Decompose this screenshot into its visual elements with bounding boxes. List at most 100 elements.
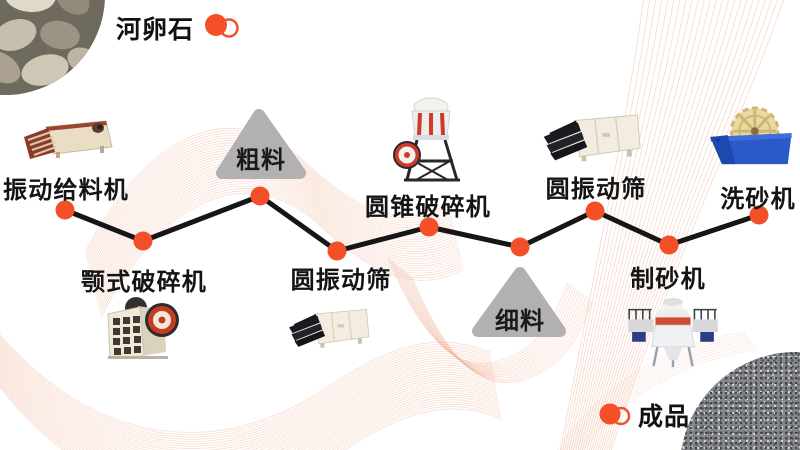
wave-line	[571, 0, 675, 450]
wave-line	[608, 0, 778, 450]
wave-line	[0, 355, 495, 450]
wave-line	[559, 0, 644, 450]
fine-material-label: 细料	[495, 307, 545, 335]
wave-line	[0, 357, 496, 450]
wave-line	[0, 363, 497, 450]
flow-node	[510, 237, 530, 257]
wave-line	[0, 372, 499, 450]
wave-line	[566, 338, 750, 450]
wave-line	[597, 0, 748, 450]
wave-line	[593, 0, 736, 450]
wave-line	[562, 336, 749, 450]
finished-product-label: 成品	[638, 402, 691, 431]
coarse-material-triangle: 粗料	[210, 103, 312, 185]
wave-line	[588, 0, 723, 450]
wave-line	[581, 349, 758, 450]
wave-line	[96, 176, 461, 301]
wave-line	[569, 340, 752, 450]
wave-line	[0, 377, 500, 450]
vibrating-screen-top-label: 圆振动筛	[545, 175, 647, 203]
flow-node	[55, 200, 75, 220]
vibrating-feeder-label: 振动给料机	[3, 176, 129, 204]
wave-line	[582, 0, 705, 450]
wave-line	[399, 267, 581, 374]
wave-line	[401, 269, 583, 376]
wave-line	[0, 384, 502, 450]
finished-product-caption: 成品	[596, 397, 690, 433]
wave-line	[610, 0, 784, 450]
wave-line	[604, 0, 766, 450]
wave-line	[0, 366, 498, 450]
wave-line	[0, 373, 499, 450]
wave-line	[568, 0, 669, 450]
sand-maker-label: 制砂机	[630, 265, 706, 293]
wave-line	[584, 0, 711, 450]
wave-line	[559, 333, 747, 450]
wave-line	[566, 0, 663, 450]
wave-line	[411, 277, 593, 384]
flow-node	[659, 235, 679, 255]
wave-line	[0, 380, 501, 450]
jaw-crusher-image	[107, 297, 179, 359]
wave-line	[0, 375, 500, 450]
wave-line	[94, 166, 458, 291]
wave-line	[397, 265, 579, 372]
flow-node	[133, 231, 153, 251]
wave-line	[556, 331, 746, 450]
wave-line	[98, 183, 462, 308]
wave-line	[0, 370, 499, 450]
wave-line	[93, 164, 458, 289]
wave-line	[0, 333, 491, 433]
wave-line	[606, 0, 772, 450]
sand-washer-image	[710, 106, 792, 165]
wave-line	[97, 178, 461, 303]
wave-line	[0, 345, 493, 447]
wave-line	[579, 0, 699, 450]
wave-line	[94, 169, 459, 293]
wave-line	[99, 188, 464, 313]
sand-washer-label: 洗砂机	[720, 185, 796, 213]
wave-line	[601, 0, 760, 450]
wave-line	[0, 354, 495, 450]
wave-line	[595, 0, 742, 450]
wave-line	[0, 339, 492, 440]
wave-line	[97, 181, 462, 305]
flow-node	[585, 201, 605, 221]
source-material-caption: 河卵石	[116, 10, 244, 46]
wave-line	[409, 275, 591, 382]
wave-line	[0, 379, 501, 450]
wave-line	[93, 161, 457, 286]
wave-line	[575, 344, 755, 450]
wave-line	[0, 359, 496, 450]
wave-line	[578, 347, 756, 450]
flow-node	[327, 241, 347, 261]
jaw-crusher-label: 颚式破碎机	[81, 268, 207, 296]
vibrating-screen-image	[543, 114, 641, 162]
double-circle-icon	[205, 14, 239, 38]
wave-line	[590, 0, 730, 450]
flow-node	[419, 217, 439, 237]
wave-line	[407, 273, 589, 380]
vibrating-screen-image	[289, 308, 370, 348]
wave-line	[0, 364, 497, 450]
flow-node	[250, 186, 270, 206]
wave-line	[0, 337, 491, 438]
wave-line	[0, 350, 494, 450]
fine-material-triangle: 细料	[468, 262, 572, 342]
wave-line	[0, 386, 502, 450]
flow-node	[749, 205, 769, 225]
cone-crusher-label: 圆锥破碎机	[365, 193, 491, 221]
wave-line	[0, 352, 495, 450]
wave-line	[572, 342, 753, 450]
vibrating-feeder-image	[24, 120, 113, 159]
wave-line	[575, 0, 687, 450]
coarse-material-label: 粗料	[236, 146, 286, 174]
wave-line	[577, 0, 693, 450]
wave-line	[0, 382, 501, 450]
source-material-label: 河卵石	[116, 15, 195, 44]
double-circle-icon	[599, 403, 631, 426]
wave-line	[564, 0, 656, 450]
